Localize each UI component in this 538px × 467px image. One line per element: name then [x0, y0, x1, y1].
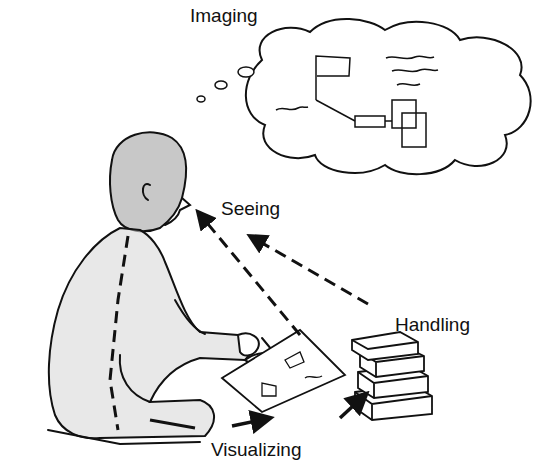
solid-arrow — [340, 394, 366, 418]
hand — [238, 333, 259, 355]
sketch-flag — [316, 56, 350, 100]
solid-arrow — [232, 418, 270, 426]
torso — [49, 228, 251, 438]
sketch-squiggle — [276, 107, 308, 110]
book-stack — [352, 332, 432, 420]
dashed-arrow — [250, 236, 368, 304]
thought-bubble — [238, 67, 254, 77]
arm-line — [120, 300, 205, 402]
sketch-box — [355, 116, 385, 127]
annotation-label: Seeing — [221, 199, 280, 220]
annotation-label: Imaging — [190, 6, 258, 27]
paper-sheet — [222, 330, 345, 412]
dashed-arrow — [198, 212, 300, 335]
sketch-squiggle — [392, 69, 438, 72]
sketch-squiggle — [386, 56, 434, 59]
book-edge — [352, 340, 418, 349]
dashed-flow-line — [110, 236, 128, 430]
thought-bubble — [197, 96, 205, 102]
solid-flow-line — [150, 420, 195, 428]
head — [110, 132, 186, 231]
annotation-label: Handling — [395, 315, 470, 336]
annotation-label: Visualizing — [211, 440, 301, 461]
book-edge — [358, 372, 428, 398]
thought-cloud — [246, 19, 531, 174]
sketch-box — [402, 113, 426, 147]
ear — [143, 184, 150, 200]
cloud-sketch — [276, 56, 438, 147]
sketch-squiggle — [397, 84, 420, 86]
sketch-box — [392, 100, 416, 128]
paper-outline — [222, 330, 345, 412]
sketch-line — [316, 100, 355, 121]
chair — [48, 430, 200, 444]
paper-scribble — [262, 352, 322, 396]
book — [352, 332, 418, 360]
face — [165, 198, 190, 225]
sketch-line — [385, 120, 392, 122]
thought-bubble — [215, 81, 227, 89]
